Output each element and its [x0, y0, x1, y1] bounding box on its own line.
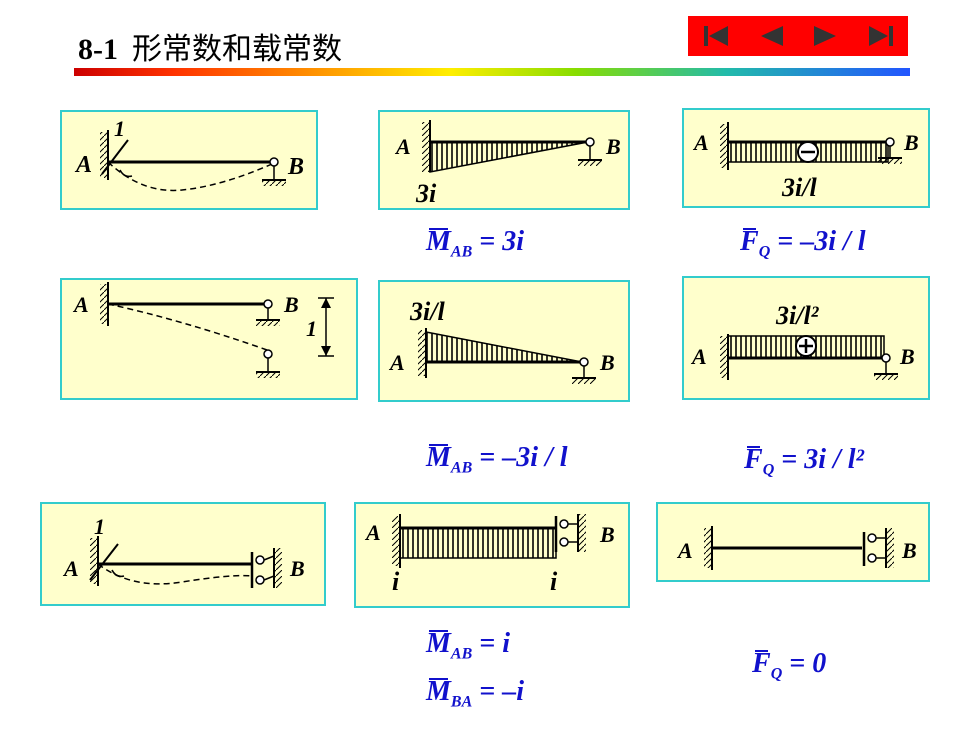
label-a: A	[74, 152, 92, 178]
label-unit-displacement: 1	[306, 316, 317, 341]
label-a: A	[692, 130, 709, 155]
title-underline-gradient	[74, 68, 910, 76]
formula-shear-r3: FQ = 0	[752, 648, 827, 683]
next-slide-button[interactable]	[798, 16, 853, 56]
label-b: B	[283, 292, 299, 317]
label-a: A	[388, 350, 405, 375]
diagram-moment-3i: A B 3i	[378, 110, 630, 210]
diagram-shear-negative: A B 3i/l	[682, 108, 930, 208]
label-b: B	[287, 154, 304, 180]
last-slide-button[interactable]	[853, 16, 908, 56]
label-i-left: i	[392, 567, 400, 596]
formula-shear-r2: FQ = 3i / l²	[744, 444, 864, 479]
label-a: A	[394, 134, 411, 159]
label-a: A	[72, 292, 89, 317]
triangle-left-icon	[760, 26, 783, 46]
formula-moment-ba-r3: MBA = –i	[426, 676, 524, 711]
section-title: 形常数和载常数	[132, 32, 342, 67]
label-b: B	[599, 350, 615, 375]
diagram-shear-zero: A B	[656, 502, 930, 582]
first-slide-button[interactable]	[688, 16, 743, 56]
label-b: B	[599, 522, 615, 547]
formula-shear-r1: FQ = –3i / l	[740, 226, 866, 261]
label-a: A	[676, 538, 693, 563]
formula-moment-ab-r2: MAB = –3i / l	[426, 442, 568, 477]
diagram-displacement-fixed-roller: A B 1	[60, 278, 358, 400]
diagram-moment-3i-over-l: 3i/l A B	[378, 280, 630, 402]
label-b: B	[901, 538, 917, 563]
triangle-right-icon	[813, 26, 836, 46]
label-unit-rotation: 1	[114, 116, 125, 141]
label-b: B	[903, 130, 919, 155]
label-b: B	[605, 134, 621, 159]
slide-navigation	[688, 16, 908, 56]
label-unit-rotation: 1	[94, 514, 105, 539]
label-a: A	[364, 520, 381, 545]
diagram-rotation-fixed-guided: A 1 B	[40, 502, 326, 606]
formula-moment-ab-r1: MAB = 3i	[426, 226, 524, 261]
diagram-shear-positive: 3i/l² A B	[682, 276, 930, 400]
label-a: A	[690, 344, 707, 369]
label-b: B	[289, 556, 305, 581]
label-3i-over-l: 3i/l	[409, 297, 445, 326]
formula-moment-ab-r3: MAB = i	[426, 628, 510, 663]
label-3i-over-l: 3i/l	[781, 173, 817, 202]
previous-slide-button[interactable]	[743, 16, 798, 56]
label-a: A	[62, 556, 79, 581]
label-b: B	[899, 344, 915, 369]
label-3i-over-l2: 3i/l²	[775, 301, 820, 330]
label-3i: 3i	[415, 179, 437, 208]
diagram-moment-uniform-i: A B i i	[354, 502, 630, 608]
page-title: 8-1 形常数和载常数	[78, 24, 342, 68]
label-i-right: i	[550, 567, 558, 596]
section-number: 8-1	[78, 33, 118, 66]
skip-first-icon	[703, 26, 728, 46]
skip-last-icon	[868, 26, 893, 46]
diagram-rotation-fixed-roller: A 1 B	[60, 110, 318, 210]
